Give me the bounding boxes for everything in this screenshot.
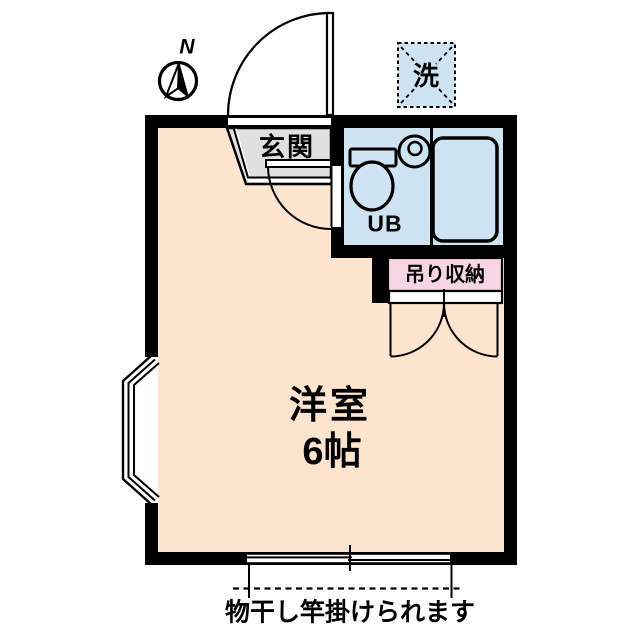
closet-doors: [389, 289, 499, 358]
bay-window: [121, 355, 160, 505]
room-name-label: 洋室: [288, 385, 372, 427]
bath-door: [265, 159, 332, 230]
washer-label: 洗: [412, 61, 440, 91]
compass-north-label: N: [179, 35, 195, 59]
compass: [157, 60, 199, 102]
storage-label: 吊り収納: [405, 264, 485, 286]
laundry-pole-annotation: [233, 565, 463, 598]
unit-bath-room: [330, 115, 517, 258]
entrance-opening: [228, 115, 331, 128]
room-size-label: 6帖: [302, 431, 362, 473]
wash-basin: [397, 134, 432, 169]
entrance-floor-area: [225, 126, 333, 186]
washing-machine-area: [397, 42, 456, 108]
toilet: [348, 147, 398, 212]
entrance-label: 玄関: [258, 132, 316, 162]
unit-bath-label: UB: [367, 210, 403, 237]
bathtub: [431, 136, 499, 243]
bottom-window: [247, 545, 450, 571]
laundry-pole-note: 物干し竿掛けられます: [224, 598, 476, 627]
entrance-door: [226, 11, 335, 117]
storage-closet: [372, 256, 504, 305]
